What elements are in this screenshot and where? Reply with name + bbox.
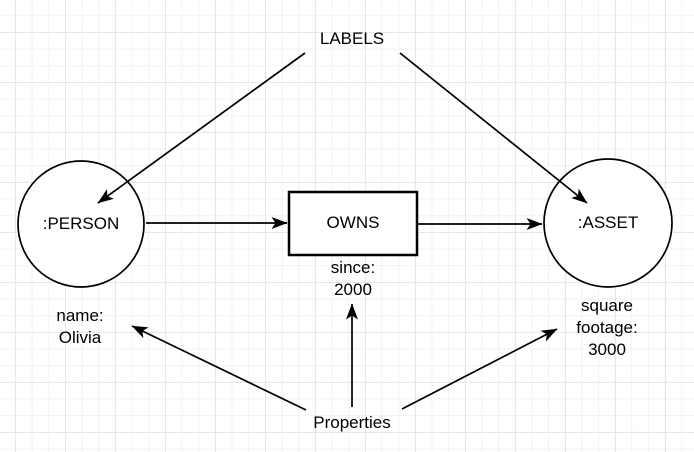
arrow-properties-to-footage (401, 328, 558, 410)
owns-relationship-box (287, 190, 419, 257)
person-property-text: name: Olivia (56, 306, 104, 347)
arrow-properties-to-name (131, 325, 307, 411)
owns-property-text: since: 2000 (330, 258, 376, 299)
properties-annotation: Properties (313, 413, 391, 432)
asset-node-label: :ASSET (577, 213, 639, 232)
labels-annotation: LABELS (319, 29, 385, 48)
arrow-labels-to-asset (399, 52, 588, 204)
owns-relationship-label: OWNS (326, 213, 380, 232)
arrow-labels-to-person (97, 52, 306, 204)
asset-property-text: square footage: 3000 (576, 296, 638, 359)
person-node-label: :PERSON (42, 214, 120, 233)
